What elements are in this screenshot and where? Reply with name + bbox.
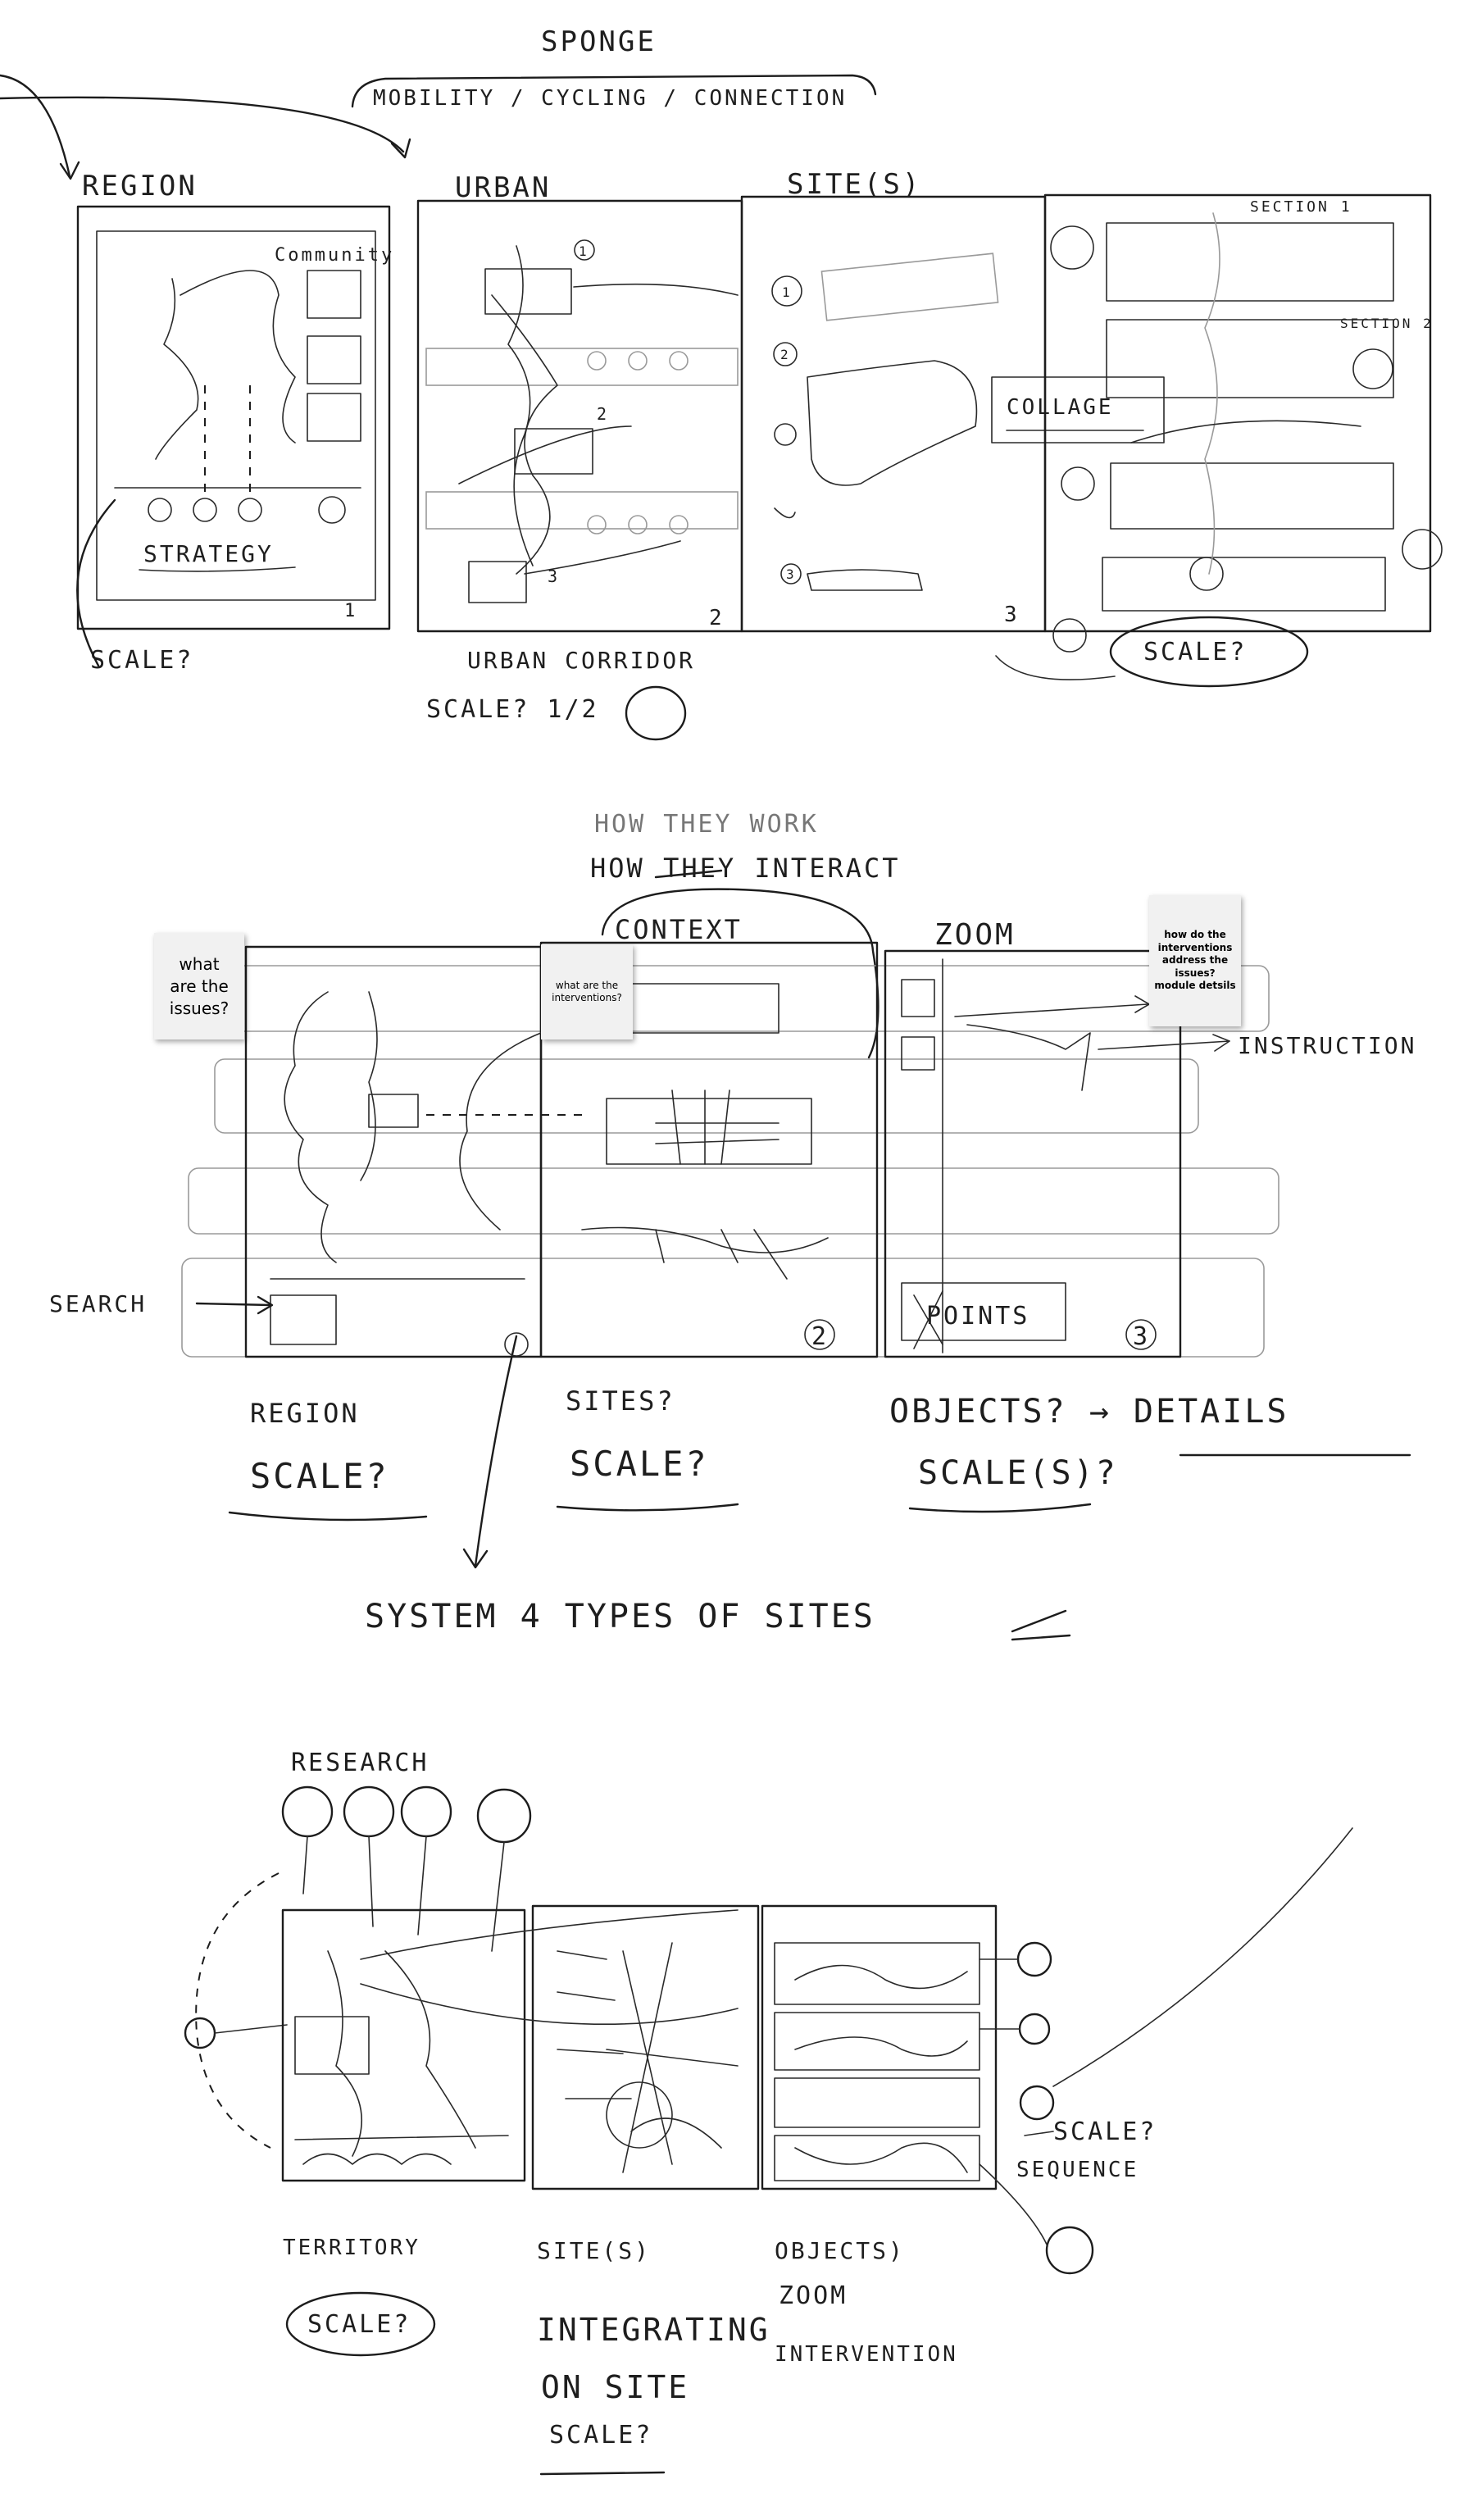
label-section-2: SECTION 2 <box>1340 316 1434 331</box>
label-objects-3: OBJECTS) <box>775 2237 905 2264</box>
label-sequence: SEQUENCE <box>1016 2158 1139 2182</box>
label-points: POINTS <box>926 1302 1029 1331</box>
site-marker-2: 2 <box>780 347 791 362</box>
note-address-line-4: issues? <box>1175 967 1216 979</box>
label-objects-scale: SCALE(S)? <box>918 1454 1118 1492</box>
panel-number-2b: 2 <box>811 1322 829 1351</box>
urban-marker-1: 1 <box>579 243 589 259</box>
label-how-they-interact: HOW THEY INTERACT <box>590 853 901 884</box>
label-sites-scale-3: SCALE? <box>549 2421 652 2449</box>
note-issues-line-3: issues? <box>169 998 230 1018</box>
urban-marker-2: 2 <box>597 404 609 424</box>
panel-region <box>76 205 391 630</box>
label-context: CONTEXT <box>615 914 743 945</box>
label-scale-right: SCALE? <box>1143 638 1247 666</box>
panel-objects-3 <box>761 1904 998 2190</box>
note-address-line-1: how do the <box>1164 929 1226 941</box>
note-issues-line-1: what <box>179 953 220 974</box>
sketch-2-storyboard: HOW THEY WORK HOW THEY INTERACT CONTEXT … <box>49 810 1416 1641</box>
panel-sections <box>1043 193 1432 633</box>
note-interventions-line-2: interventions? <box>552 992 622 1003</box>
label-region-2: REGION <box>250 1398 360 1429</box>
label-system: SYSTEM 4 TYPES OF SITES <box>365 1598 875 1635</box>
sponge-title: SPONGE <box>541 25 657 58</box>
panel-sites-2 <box>539 941 879 1358</box>
label-sites-scale: SCALE? <box>570 1444 709 1484</box>
panel-objects-2 <box>884 949 1182 1358</box>
panel-number-1: 1 <box>344 601 357 621</box>
arrow-to-region <box>0 74 71 178</box>
scale-circle-right <box>1109 616 1309 688</box>
panel-number-3b: 3 <box>1133 1322 1150 1351</box>
label-scale-right-3: SCALE? <box>1053 2117 1157 2146</box>
title-bracket <box>351 74 877 108</box>
label-strategy: STRATEGY <box>143 540 274 567</box>
label-zoom-3: ZOOM <box>779 2281 848 2310</box>
label-how-they-work: HOW THEY WORK <box>594 810 819 839</box>
label-urban: URBAN <box>455 171 551 204</box>
panel-urban <box>416 199 743 633</box>
label-sites: SITE(S) <box>787 168 921 201</box>
label-scale-left: SCALE? <box>90 646 193 675</box>
label-objects-details: OBJECTS? → DETAILS <box>889 1393 1289 1431</box>
sketch-3-storyboard: RESEARCH SCAL <box>184 1749 1353 2476</box>
sticky-note-issues[interactable]: what are the issues? <box>154 933 244 1039</box>
site-marker-3: 3 <box>786 566 797 582</box>
note-issues-line-2: are the <box>170 976 229 996</box>
label-section-1: SECTION 1 <box>1250 198 1352 216</box>
label-region: REGION <box>82 170 198 202</box>
label-urban-corridor: URBAN CORRIDOR <box>467 647 695 674</box>
note-address-line-2: interventions <box>1157 941 1233 953</box>
label-region-scale: SCALE? <box>250 1456 389 1496</box>
label-scale-mid: SCALE? 1/2 <box>426 695 599 724</box>
note-address-line-3: address the <box>1161 954 1229 967</box>
label-territory: TERRITORY <box>283 2236 420 2260</box>
label-on-site: ON SITE <box>541 2369 689 2405</box>
label-instruction: INSTRUCTION <box>1238 1032 1416 1059</box>
note-address-line-5: module detsils <box>1154 980 1236 992</box>
panel-number-3: 3 <box>1004 603 1020 627</box>
label-collage: COLLAGE <box>1007 395 1114 420</box>
context-bubble <box>601 888 879 1059</box>
site-marker-1: 1 <box>782 284 793 300</box>
arrow-to-urban <box>0 96 405 153</box>
urban-marker-3: 3 <box>548 566 560 586</box>
panel-number-2: 2 <box>709 606 725 630</box>
label-research: RESEARCH <box>291 1749 430 1777</box>
label-community: Community <box>275 245 394 266</box>
sticky-note-address[interactable]: how do the interventions address the iss… <box>1149 895 1241 1026</box>
arrow-scale-left <box>76 498 116 667</box>
panel-territory <box>281 1908 526 2182</box>
label-sites-3: SITE(S) <box>537 2237 651 2264</box>
label-territory-scale: SCALE? <box>307 2310 411 2339</box>
panel-integrating <box>531 1904 760 2190</box>
note-interventions-line-1: what are the <box>555 980 619 991</box>
sketch-1-storyboard: SPONGE MOBILITY / CYCLING / CONNECTION R… <box>0 25 1443 741</box>
label-sites-2: SITES? <box>566 1385 675 1417</box>
label-intervention: INTERVENTION <box>775 2342 958 2367</box>
label-integrating: INTEGRATING <box>537 2312 770 2348</box>
label-search: SEARCH <box>49 1290 147 1317</box>
sponge-subtitle: MOBILITY / CYCLING / CONNECTION <box>373 86 847 111</box>
sticky-note-interventions[interactable]: what are the interventions? <box>541 944 633 1039</box>
label-zoom: ZOOM <box>934 918 1016 952</box>
